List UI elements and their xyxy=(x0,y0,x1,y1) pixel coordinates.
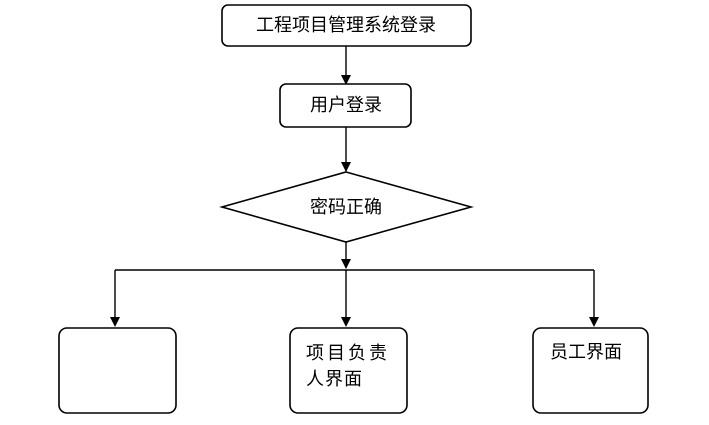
project-manager-ui-box xyxy=(289,327,408,414)
employee-ui-box xyxy=(532,327,649,414)
arrowhead-decision-down xyxy=(341,259,351,269)
project-manager-ui-label-line2: 人界面 xyxy=(306,369,363,390)
employee-ui-label: 员工界面 xyxy=(550,342,622,363)
system-login-label: 工程项目管理系统登录 xyxy=(256,15,436,36)
arrowhead-branch-middle xyxy=(341,317,351,327)
arrowhead-login-to-decision xyxy=(341,162,351,172)
left-result-box xyxy=(58,327,177,414)
password-correct-label: 密码正确 xyxy=(310,197,382,218)
arrowhead-branch-right xyxy=(589,317,599,327)
arrowhead-title-to-login xyxy=(341,75,351,85)
project-manager-ui-label-line1: 项目负责 xyxy=(306,343,390,364)
user-login-label: 用户登录 xyxy=(310,95,382,116)
arrowhead-branch-left xyxy=(110,317,120,327)
